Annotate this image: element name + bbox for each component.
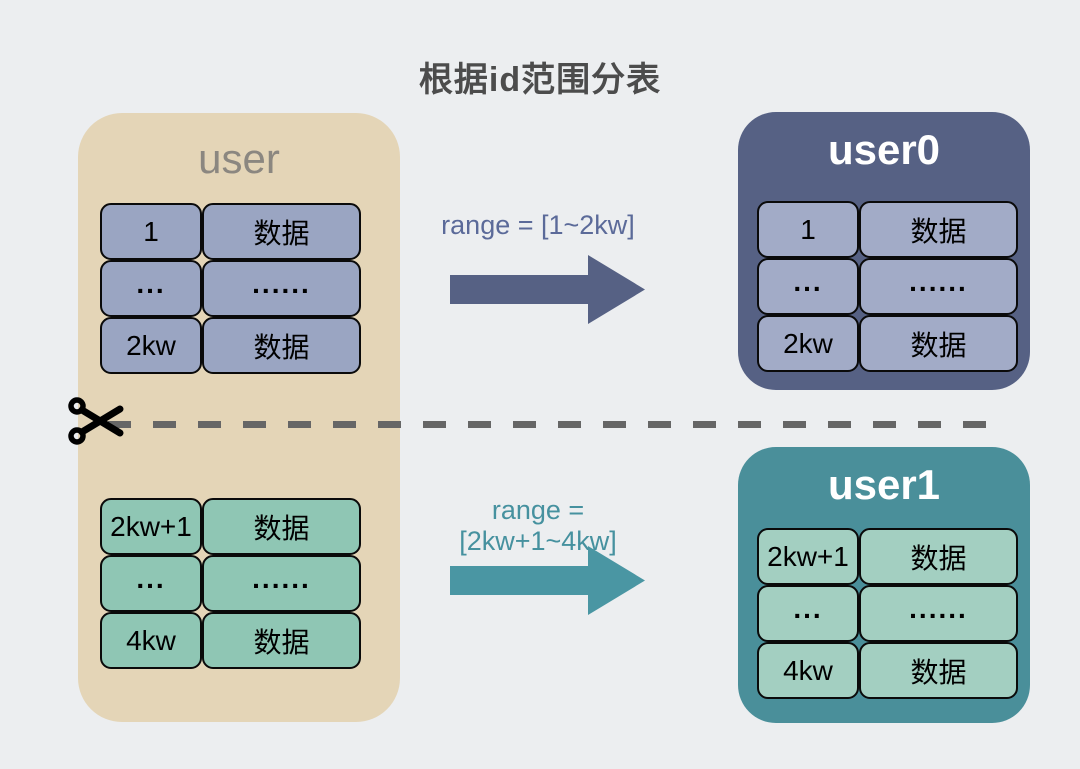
table-cell: 4kw — [757, 642, 859, 699]
source-table-top-rows: 1 数据 ... ...... 2kw 数据 — [100, 203, 361, 374]
table-cell: ... — [757, 258, 859, 315]
range-label-0: range = [1~2kw] — [441, 210, 635, 240]
scissors-icon — [68, 397, 124, 445]
cut-line — [108, 421, 1006, 428]
table-cell: 1 — [757, 201, 859, 258]
shard0-name: user0 — [827, 126, 941, 173]
table-cell: ...... — [859, 585, 1018, 642]
source-table-box: user 1 数据 ... ...... 2kw 数据 2kw+1 数据 ...… — [78, 113, 400, 722]
table-cell: 1 — [100, 203, 202, 260]
shard0-rows: 1 数据 ... ...... 2kw 数据 — [757, 201, 1018, 372]
table-cell: ... — [100, 260, 202, 317]
table-cell: 数据 — [859, 201, 1018, 258]
table-cell: 2kw — [100, 317, 202, 374]
table-cell: 数据 — [859, 528, 1018, 585]
table-cell: 数据 — [859, 315, 1018, 372]
source-table-bottom-rows: 2kw+1 数据 ... ...... 4kw 数据 — [100, 498, 361, 669]
table-cell: 数据 — [202, 498, 361, 555]
table-cell: ...... — [859, 258, 1018, 315]
table-cell: 数据 — [859, 642, 1018, 699]
table-cell: ... — [757, 585, 859, 642]
source-table-name: user — [198, 135, 280, 182]
table-cell: 2kw+1 — [100, 498, 202, 555]
shard1-name: user1 — [827, 461, 941, 508]
shard-table-user0: user0 1 数据 ... ...... 2kw 数据 — [738, 112, 1030, 390]
arrow-right-icon — [450, 255, 645, 324]
table-cell: ...... — [202, 260, 361, 317]
page-title: 根据id范围分表 — [418, 61, 662, 99]
table-cell: 2kw — [757, 315, 859, 372]
table-cell: 4kw — [100, 612, 202, 669]
table-cell: ...... — [202, 555, 361, 612]
arrow-right-icon — [450, 546, 645, 615]
table-cell: 2kw+1 — [757, 528, 859, 585]
table-cell: 数据 — [202, 203, 361, 260]
table-cell: 数据 — [202, 317, 361, 374]
shard1-rows: 2kw+1 数据 ... ...... 4kw 数据 — [757, 528, 1018, 699]
table-cell: ... — [100, 555, 202, 612]
shard-table-user1: user1 2kw+1 数据 ... ...... 4kw 数据 — [738, 447, 1030, 723]
table-cell: 数据 — [202, 612, 361, 669]
